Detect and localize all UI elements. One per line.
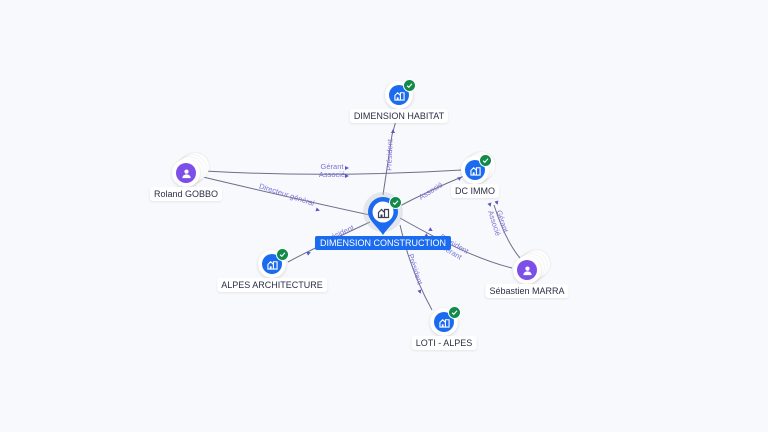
- node-label[interactable]: DC IMMO: [451, 184, 499, 198]
- verified-check-icon: [403, 79, 416, 92]
- arrow-icon: [487, 202, 492, 207]
- arrow-icon: [428, 227, 433, 231]
- edge-line[interactable]: [202, 176, 371, 216]
- person-icon: [517, 260, 537, 280]
- edge-line[interactable]: [399, 224, 433, 311]
- edge-line[interactable]: [395, 175, 465, 209]
- node-label[interactable]: Sébastien MARRA: [485, 284, 569, 298]
- arrow-icon: [494, 200, 499, 205]
- arrow-icon: [457, 176, 462, 181]
- person-avatar[interactable]: [172, 159, 200, 187]
- node-label[interactable]: Roland GOBBO: [149, 187, 223, 201]
- person-avatar[interactable]: [513, 256, 541, 284]
- verified-check-icon: [276, 248, 289, 261]
- edge-line[interactable]: [493, 204, 521, 259]
- arrow-icon: [417, 289, 422, 294]
- node-label[interactable]: DIMENSION HABITAT: [349, 109, 449, 123]
- edge-label: Associé: [417, 180, 444, 202]
- edge-roland-gobbo-to-dimension-construction[interactable]: Directeur général: [202, 176, 371, 216]
- edge-label: Président: [406, 253, 425, 287]
- arrow-icon: [345, 174, 349, 178]
- verified-check-icon: [448, 306, 461, 319]
- edge-label: Président: [384, 138, 394, 171]
- verified-check-icon: [479, 154, 492, 167]
- edge-line[interactable]: [399, 217, 513, 269]
- node-label[interactable]: DIMENSION CONSTRUCTION: [315, 236, 451, 250]
- arrow-icon: [306, 252, 311, 256]
- person-icon: [176, 163, 196, 183]
- arrow-icon: [391, 129, 395, 133]
- edge-label: Directeur général: [258, 181, 316, 207]
- node-label[interactable]: LOTI - ALPES: [411, 336, 477, 350]
- arrow-icon: [315, 207, 320, 212]
- verified-check-icon: [389, 196, 402, 209]
- arrow-icon: [345, 166, 349, 170]
- edge-line[interactable]: [203, 169, 463, 175]
- edge-label: Gérant: [321, 162, 345, 171]
- edge-label: Associé: [319, 170, 345, 179]
- node-label[interactable]: ALPES ARCHITECTURE: [217, 278, 327, 292]
